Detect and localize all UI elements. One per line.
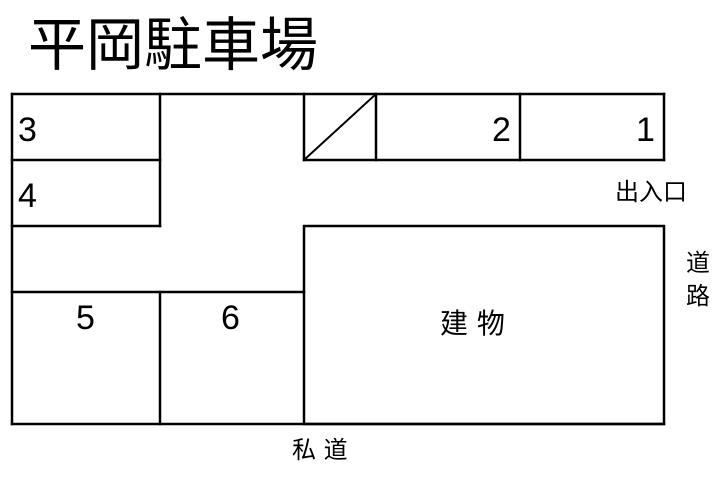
building-outline xyxy=(302,224,666,426)
space-5-label: 5 xyxy=(76,299,95,337)
road-label-top: 道 xyxy=(686,249,710,277)
parking-lot-title: 平岡駐車場 xyxy=(28,11,319,79)
space-3-label: 3 xyxy=(18,111,37,149)
private-road-label: 私 道 xyxy=(292,436,348,464)
space-2-label: 2 xyxy=(492,111,511,149)
road-label-bottom: 路 xyxy=(686,282,710,310)
entrance-label: 出入口 xyxy=(615,178,687,206)
unavailable-slash-icon xyxy=(302,92,378,162)
space-1-label: 1 xyxy=(636,111,655,149)
space-4-label: 4 xyxy=(18,177,37,215)
building-label: 建 物 xyxy=(440,307,505,340)
space-6-label: 6 xyxy=(221,299,240,337)
